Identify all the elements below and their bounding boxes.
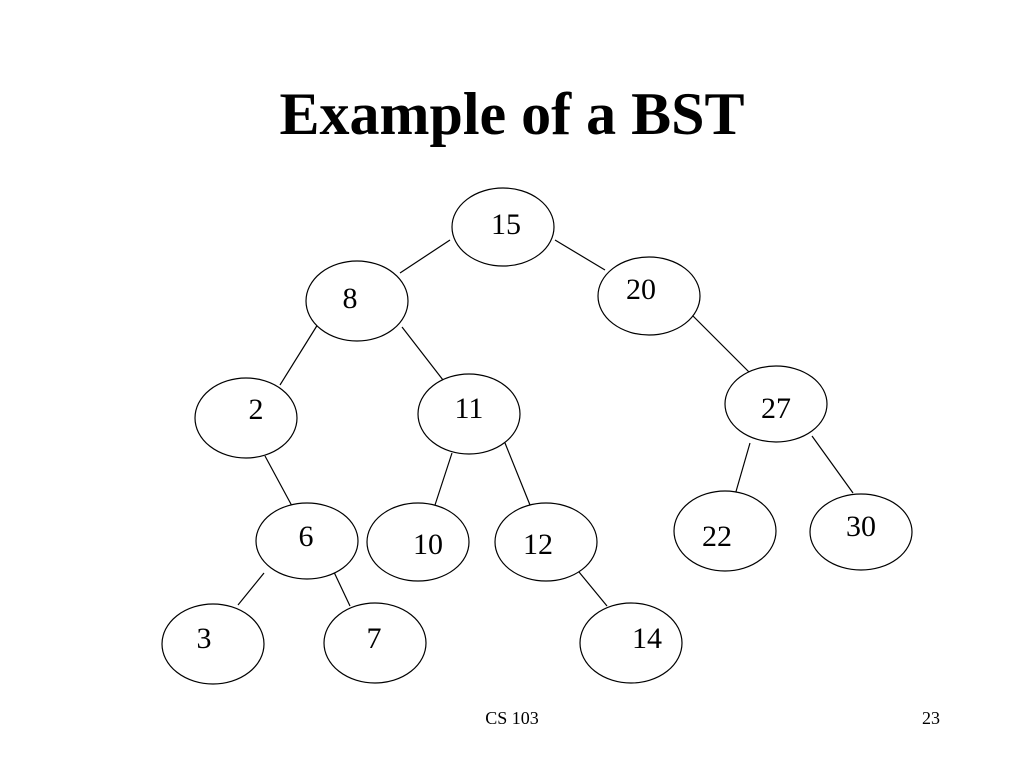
page-number: 23	[922, 708, 940, 728]
tree-node: 2	[194, 377, 298, 459]
node-ellipse	[451, 187, 555, 267]
node-ellipse	[161, 603, 265, 685]
tree-node: 10	[366, 502, 470, 582]
footer-course: CS 103	[485, 708, 539, 728]
edge-27-22	[734, 442, 751, 496]
node-label: 12	[523, 528, 553, 561]
node-ellipse	[673, 490, 777, 572]
edge-27-30	[811, 435, 854, 494]
node-label: 8	[343, 282, 358, 315]
node-label: 15	[491, 208, 521, 241]
node-label: 10	[413, 528, 443, 561]
node-ellipse	[494, 502, 598, 582]
tree-node: 7	[323, 602, 427, 684]
tree-node: 11	[417, 373, 521, 455]
edge-12-14	[578, 571, 608, 607]
node-label: 30	[846, 510, 876, 543]
node-label: 3	[197, 622, 212, 655]
tree-node: 8	[305, 260, 409, 342]
edge-8-11	[401, 326, 444, 381]
node-ellipse	[305, 260, 409, 342]
node-ellipse	[597, 256, 701, 336]
node-ellipse	[323, 602, 427, 684]
node-ellipse	[417, 373, 521, 455]
tree-node: 27	[724, 365, 828, 443]
tree-node: 6	[255, 502, 359, 580]
edge-11-10	[434, 452, 453, 506]
node-ellipse	[579, 602, 683, 684]
node-label: 6	[299, 520, 314, 553]
tree-node: 3	[161, 603, 265, 685]
edge-15-20	[554, 239, 606, 271]
node-label: 20	[626, 273, 656, 306]
slide-title: Example of a BST	[279, 81, 745, 147]
edge-8-2	[279, 323, 319, 386]
node-label: 2	[249, 393, 264, 426]
tree-node: 14	[579, 602, 683, 684]
node-label: 14	[632, 622, 662, 655]
node-ellipse	[255, 502, 359, 580]
node-label: 11	[455, 392, 484, 425]
node-ellipse	[194, 377, 298, 459]
node-label: 22	[702, 520, 732, 553]
edge-20-27	[692, 315, 752, 375]
edge-2-6	[264, 455, 293, 507]
node-ellipse	[724, 365, 828, 443]
edge-6-7	[332, 569, 351, 607]
tree-node: 22	[673, 490, 777, 572]
tree-node: 12	[494, 502, 598, 582]
tree-node: 30	[809, 493, 913, 571]
node-ellipse	[366, 502, 470, 582]
tree-node: 15	[451, 187, 555, 267]
edge-6-3	[237, 572, 265, 606]
edge-15-8	[399, 239, 451, 274]
tree-node: 20	[597, 256, 701, 336]
edge-11-12	[504, 442, 531, 506]
node-label: 7	[367, 622, 382, 655]
node-ellipse	[809, 493, 913, 571]
node-label: 27	[761, 392, 791, 425]
